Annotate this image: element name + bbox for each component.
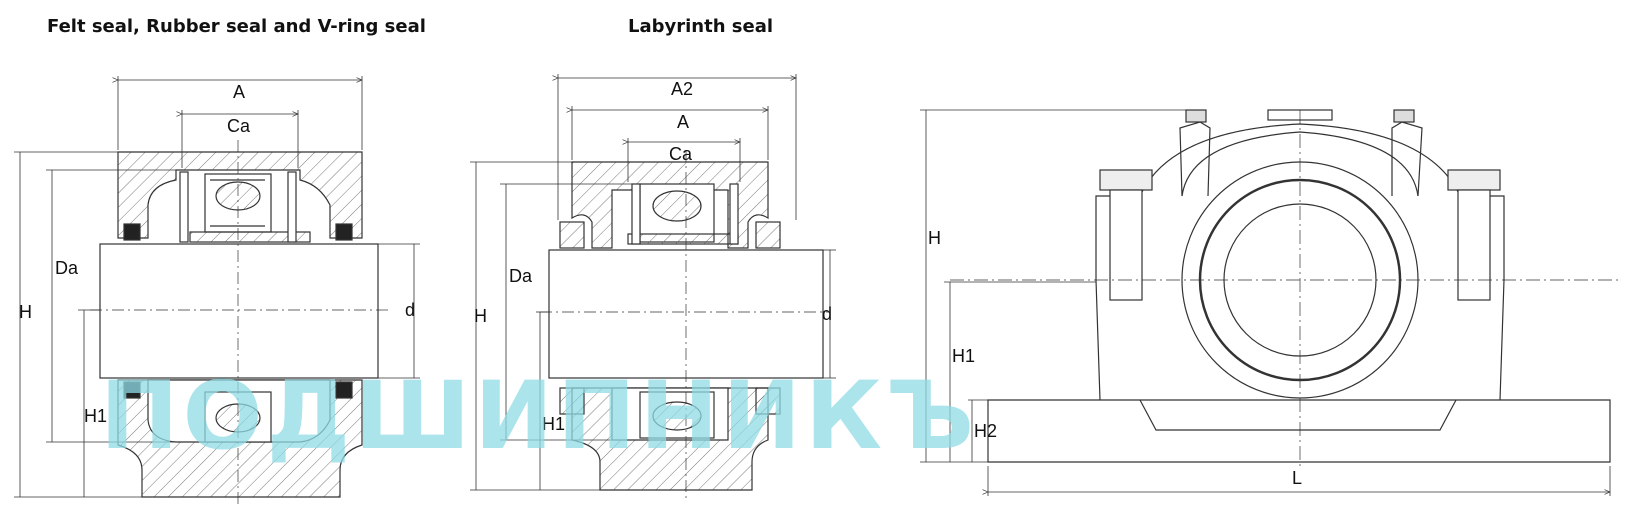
left-dimension-lines (14, 76, 420, 498)
watermark-logo: ПОДШИПНИКЪ (100, 362, 978, 471)
left-dim-A: A (233, 82, 245, 102)
right-dim-H1: H1 (952, 346, 975, 366)
middle-dim-A2: A2 (671, 79, 693, 99)
title-felt-rubber-vring-seal: Felt seal, Rubber seal and V-ring seal (47, 16, 426, 37)
left-dim-Ca: Ca (227, 116, 251, 136)
middle-dim-Ca: Ca (669, 144, 693, 164)
left-dim-H1: H1 (84, 406, 107, 426)
middle-dim-d: d (822, 304, 832, 324)
right-dim-L: L (1292, 468, 1302, 488)
title-labyrinth-seal: Labyrinth seal (628, 16, 774, 37)
middle-section-view (540, 150, 830, 500)
left-dim-Da: Da (55, 258, 79, 278)
left-dim-H: H (19, 302, 32, 322)
middle-dim-H1: H1 (542, 414, 565, 434)
middle-dim-A: A (677, 112, 689, 132)
right-dim-H2: H2 (974, 421, 997, 441)
right-dim-H: H (928, 228, 941, 248)
middle-dim-H: H (474, 306, 487, 326)
middle-dimension-lines (470, 74, 836, 491)
right-dimension-lines (920, 109, 1610, 496)
left-dim-d: d (405, 300, 415, 320)
left-section-view (90, 140, 390, 505)
middle-dim-Da: Da (509, 266, 533, 286)
right-front-view (950, 109, 1620, 470)
